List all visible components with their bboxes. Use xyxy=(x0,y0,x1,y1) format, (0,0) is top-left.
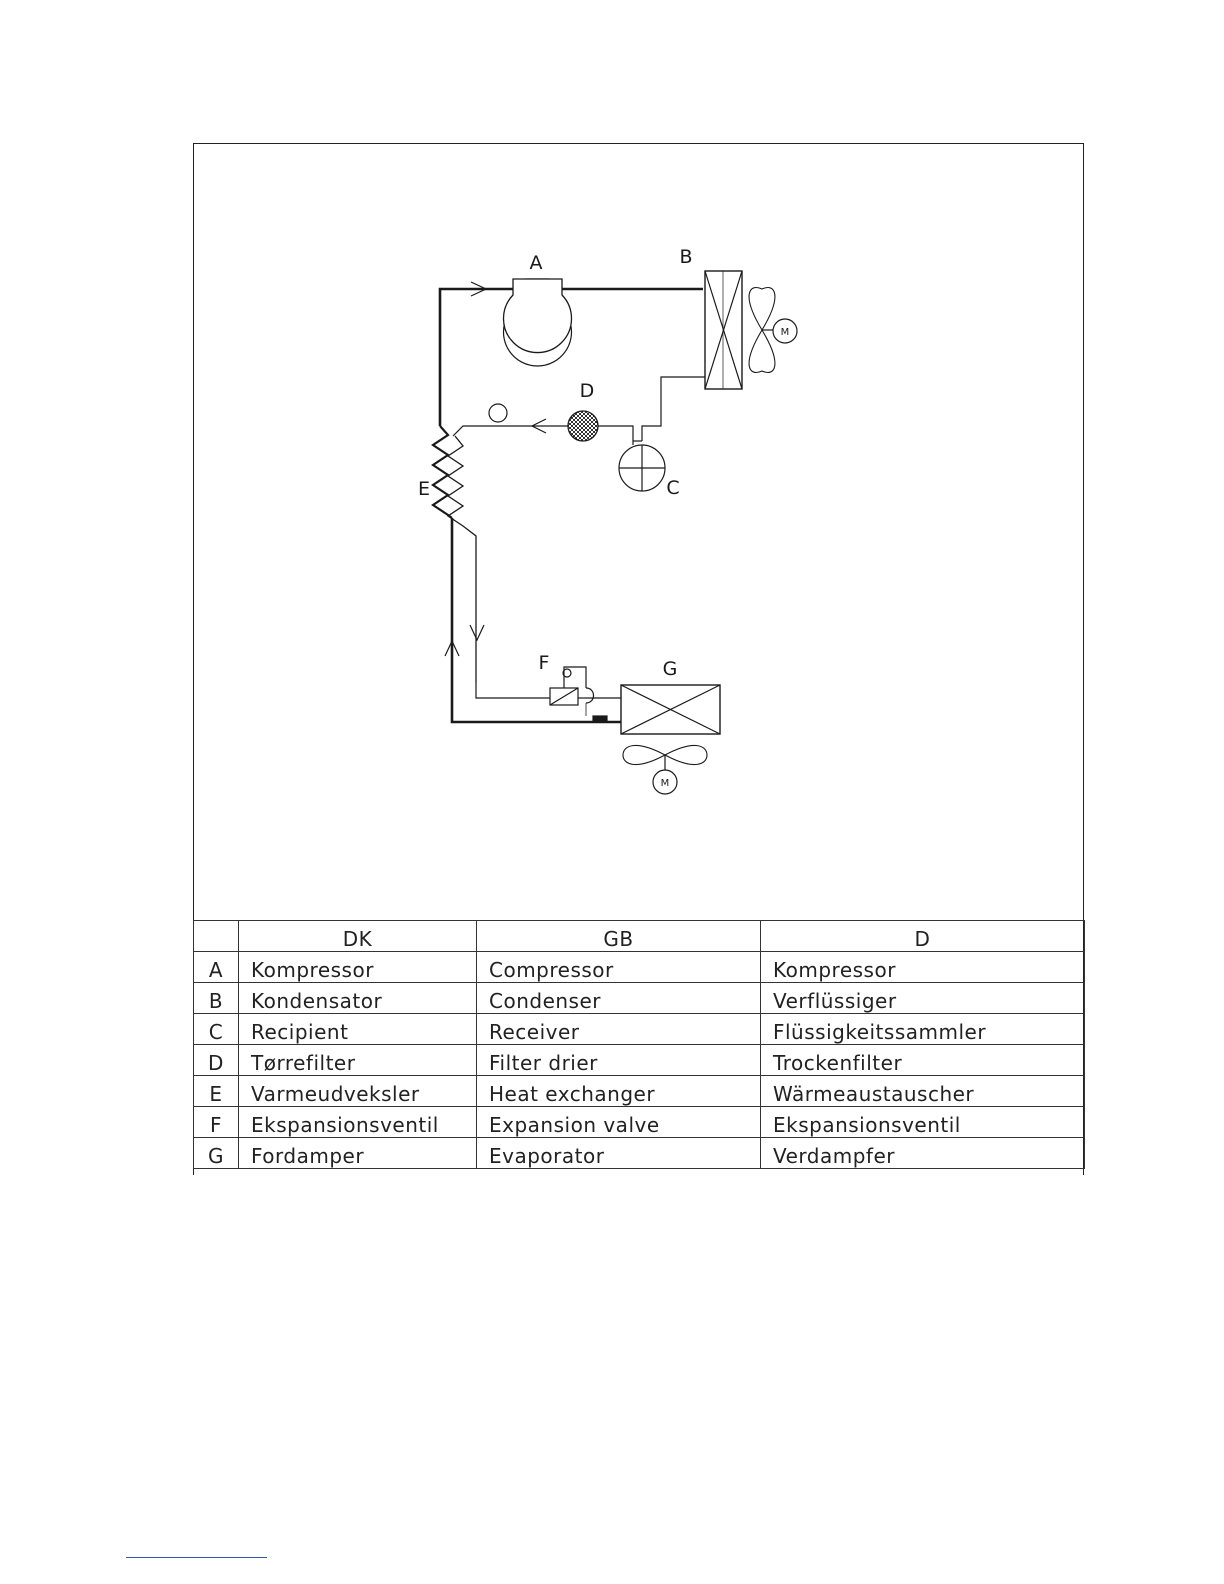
legend-key: F xyxy=(193,1106,239,1138)
legend-dk: Recipient xyxy=(238,1013,477,1045)
liquid-line-to-valve xyxy=(475,683,550,699)
legend-row: A Kompressor Compressor Kompressor xyxy=(193,951,1085,983)
legend-gb: Receiver xyxy=(476,1013,761,1045)
label-B: B xyxy=(679,246,692,268)
motor-label-condenser: M xyxy=(781,327,790,338)
legend-key: B xyxy=(193,982,239,1014)
refrigeration-circuit-diagram: A B C D E F G M M xyxy=(418,246,798,795)
legend-dk: Tørrefilter xyxy=(238,1044,477,1076)
label-D: D xyxy=(580,380,595,402)
legend-header-row: DK GB D xyxy=(193,920,1085,952)
legend-key: D xyxy=(193,1044,239,1076)
legend-d: Ekspansionsventil xyxy=(760,1106,1085,1138)
sight-glass xyxy=(488,403,508,423)
filter-drier-D xyxy=(567,410,599,442)
evaporator-G xyxy=(620,684,721,795)
legend-gb: Condenser xyxy=(476,982,761,1014)
legend-header-d: D xyxy=(760,920,1085,952)
heat-exchanger-E xyxy=(431,425,477,683)
flow-arrow-top xyxy=(470,281,488,297)
legend-header-gb: GB xyxy=(476,920,761,952)
legend-row: F Ekspansionsventil Expansion valve Eksp… xyxy=(193,1106,1085,1138)
legend-row: D Tørrefilter Filter drier Trockenfilter xyxy=(193,1044,1085,1076)
legend-d: Verdampfer xyxy=(760,1137,1085,1169)
legend-d: Wärmeaustauscher xyxy=(760,1075,1085,1107)
legend-dk: Varmeudveksler xyxy=(238,1075,477,1107)
legend-d: Trockenfilter xyxy=(760,1044,1085,1076)
legend-row: G Fordamper Evaporator Verdampfer xyxy=(193,1137,1085,1169)
liquid-line-receiver xyxy=(598,425,634,441)
condenser-B xyxy=(704,270,798,390)
legend-gb: Expansion valve xyxy=(476,1106,761,1138)
legend-gb: Compressor xyxy=(476,951,761,983)
flow-arrow-down xyxy=(469,624,485,642)
expansion-valve-F xyxy=(549,666,621,723)
legend-header-key xyxy=(193,920,239,952)
legend-d: Kompressor xyxy=(760,951,1085,983)
legend-d: Verflüssiger xyxy=(760,982,1085,1014)
label-F: F xyxy=(539,652,550,674)
footnote-separator xyxy=(126,1557,267,1558)
motor-label-evaporator: M xyxy=(661,778,670,789)
label-A: A xyxy=(530,252,543,274)
legend-dk: Ekspansionsventil xyxy=(238,1106,477,1138)
legend-key: G xyxy=(193,1137,239,1169)
legend-row: C Recipient Receiver Flüssigkeitssammler xyxy=(193,1013,1085,1045)
legend-row: E Varmeudveksler Heat exchanger Wärmeaus… xyxy=(193,1075,1085,1107)
legend-key: A xyxy=(193,951,239,983)
legend-row: B Kondensator Condenser Verflüssiger xyxy=(193,982,1085,1014)
drawing-frame xyxy=(193,143,1084,1175)
label-E: E xyxy=(418,478,430,500)
label-G: G xyxy=(663,658,678,680)
liquid-line-condenser xyxy=(641,376,705,441)
suction-line xyxy=(438,287,703,724)
label-C: C xyxy=(666,477,679,499)
legend-dk: Fordamper xyxy=(238,1137,477,1169)
legend-gb: Filter drier xyxy=(476,1044,761,1076)
receiver-C xyxy=(618,440,666,492)
legend-gb: Evaporator xyxy=(476,1137,761,1169)
legend-header-dk: DK xyxy=(238,920,477,952)
legend-dk: Kompressor xyxy=(238,951,477,983)
component-legend-table: DK GB D A Kompressor Compressor Kompress… xyxy=(193,920,1085,1169)
flow-arrow-up xyxy=(444,639,460,657)
legend-dk: Kondensator xyxy=(238,982,477,1014)
legend-d: Flüssigkeitssammler xyxy=(760,1013,1085,1045)
legend-key: C xyxy=(193,1013,239,1045)
legend-gb: Heat exchanger xyxy=(476,1075,761,1107)
compressor-A xyxy=(502,278,573,367)
legend-key: E xyxy=(193,1075,239,1107)
